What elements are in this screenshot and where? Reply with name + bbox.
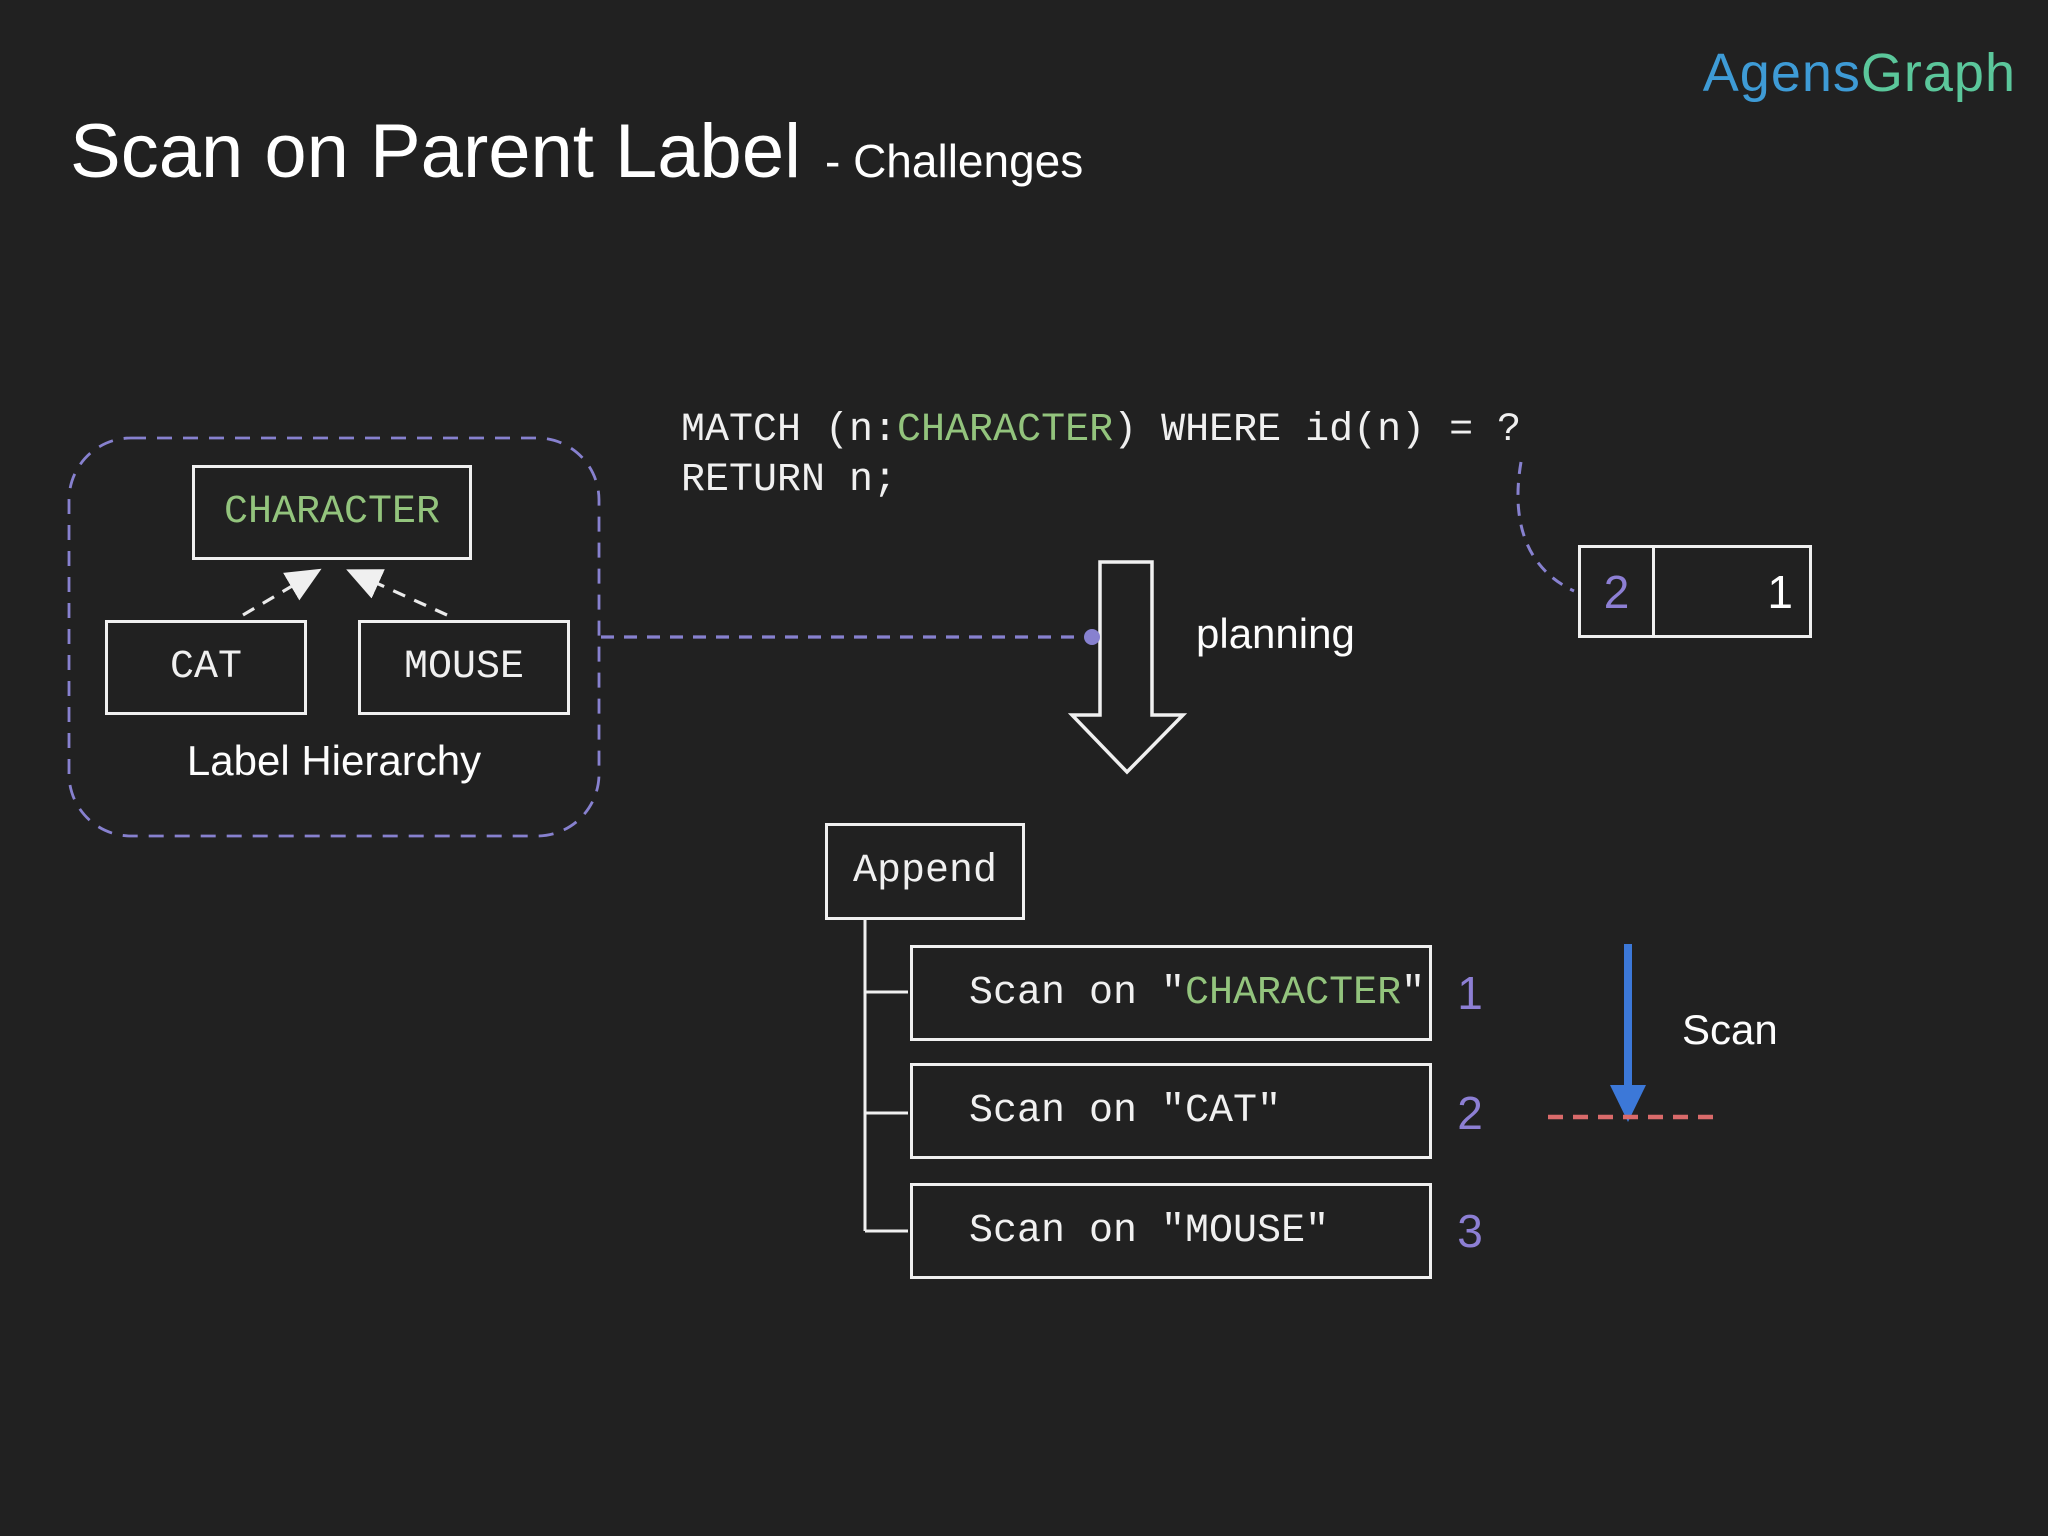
character-node: CHARACTER [192, 465, 472, 560]
cat-node: CAT [105, 620, 307, 715]
plan-tree-connector [863, 920, 908, 1233]
mouse-node-label: MOUSE [403, 645, 525, 690]
scan-row-character-label: CHARACTER [1185, 970, 1402, 1016]
planning-label: planning [1196, 610, 1355, 657]
scan-arrowhead [1610, 1085, 1646, 1122]
scan-row-cat-label: CAT [1185, 1088, 1258, 1134]
scan-row-mouse-label: MOUSE [1185, 1208, 1306, 1254]
logo-graph: Graph [1860, 43, 2016, 103]
query-line1: MATCH (n:CHARACTER) WHERE id(n) = ? [681, 408, 1521, 453]
scan-row-mouse-suffix: " [1305, 1208, 1330, 1254]
scan-row-mouse-prefix: Scan on " [969, 1208, 1186, 1254]
scan-label: Scan [1682, 1006, 1778, 1053]
scan-row-mouse: Scan on "MOUSE" [910, 1183, 1432, 1279]
row-number-3: 3 [1457, 1205, 1483, 1257]
scan-row-character-suffix: " [1401, 970, 1426, 1016]
planning-arrow [1067, 560, 1188, 775]
title-main: Scan on Parent Label [70, 109, 801, 194]
cat-node-label: CAT [169, 645, 242, 690]
cost-table: 2 1 [1578, 545, 1812, 638]
scan-row-character-prefix: Scan on " [969, 970, 1186, 1016]
row-number-1: 1 [1457, 967, 1483, 1019]
row-number-2: 2 [1457, 1087, 1483, 1139]
query-line1-suffix: ) WHERE id(n) = ? [1113, 408, 1522, 453]
scan-row-cat-suffix: " [1257, 1088, 1282, 1134]
hierarchy-group: CHARACTER CAT MOUSE Label Hierarchy [68, 437, 600, 837]
hierarchy-caption: Label Hierarchy [186, 737, 482, 784]
character-node-label: CHARACTER [223, 490, 441, 535]
query-to-cost-connector [1516, 461, 1575, 593]
agensgraph-logo: AgensGraph [1703, 42, 2016, 104]
cost-cell-right: 1 [1767, 565, 1793, 618]
scan-row-cat-prefix: Scan on " [969, 1088, 1186, 1134]
scan-row-cat: Scan on "CAT" [910, 1063, 1432, 1159]
connector-dot [1084, 629, 1100, 645]
scan-row-character: Scan on "CHARACTER" [910, 945, 1432, 1041]
mouse-node: MOUSE [358, 620, 570, 715]
cost-cell-left: 2 [1581, 548, 1655, 635]
page-title: Scan on Parent Label - Challenges [70, 108, 1083, 195]
title-suffix: - Challenges [824, 135, 1084, 187]
query-line1-prefix: MATCH (n: [681, 408, 898, 453]
append-node-label: Append [852, 849, 998, 894]
query-line2: RETURN n; [681, 458, 898, 503]
append-node: Append [825, 823, 1025, 920]
logo-agens: Agens [1702, 43, 1861, 103]
query-code: MATCH (n:CHARACTER) WHERE id(n) = ? RETU… [681, 406, 1521, 506]
query-label-character: CHARACTER [897, 408, 1114, 453]
